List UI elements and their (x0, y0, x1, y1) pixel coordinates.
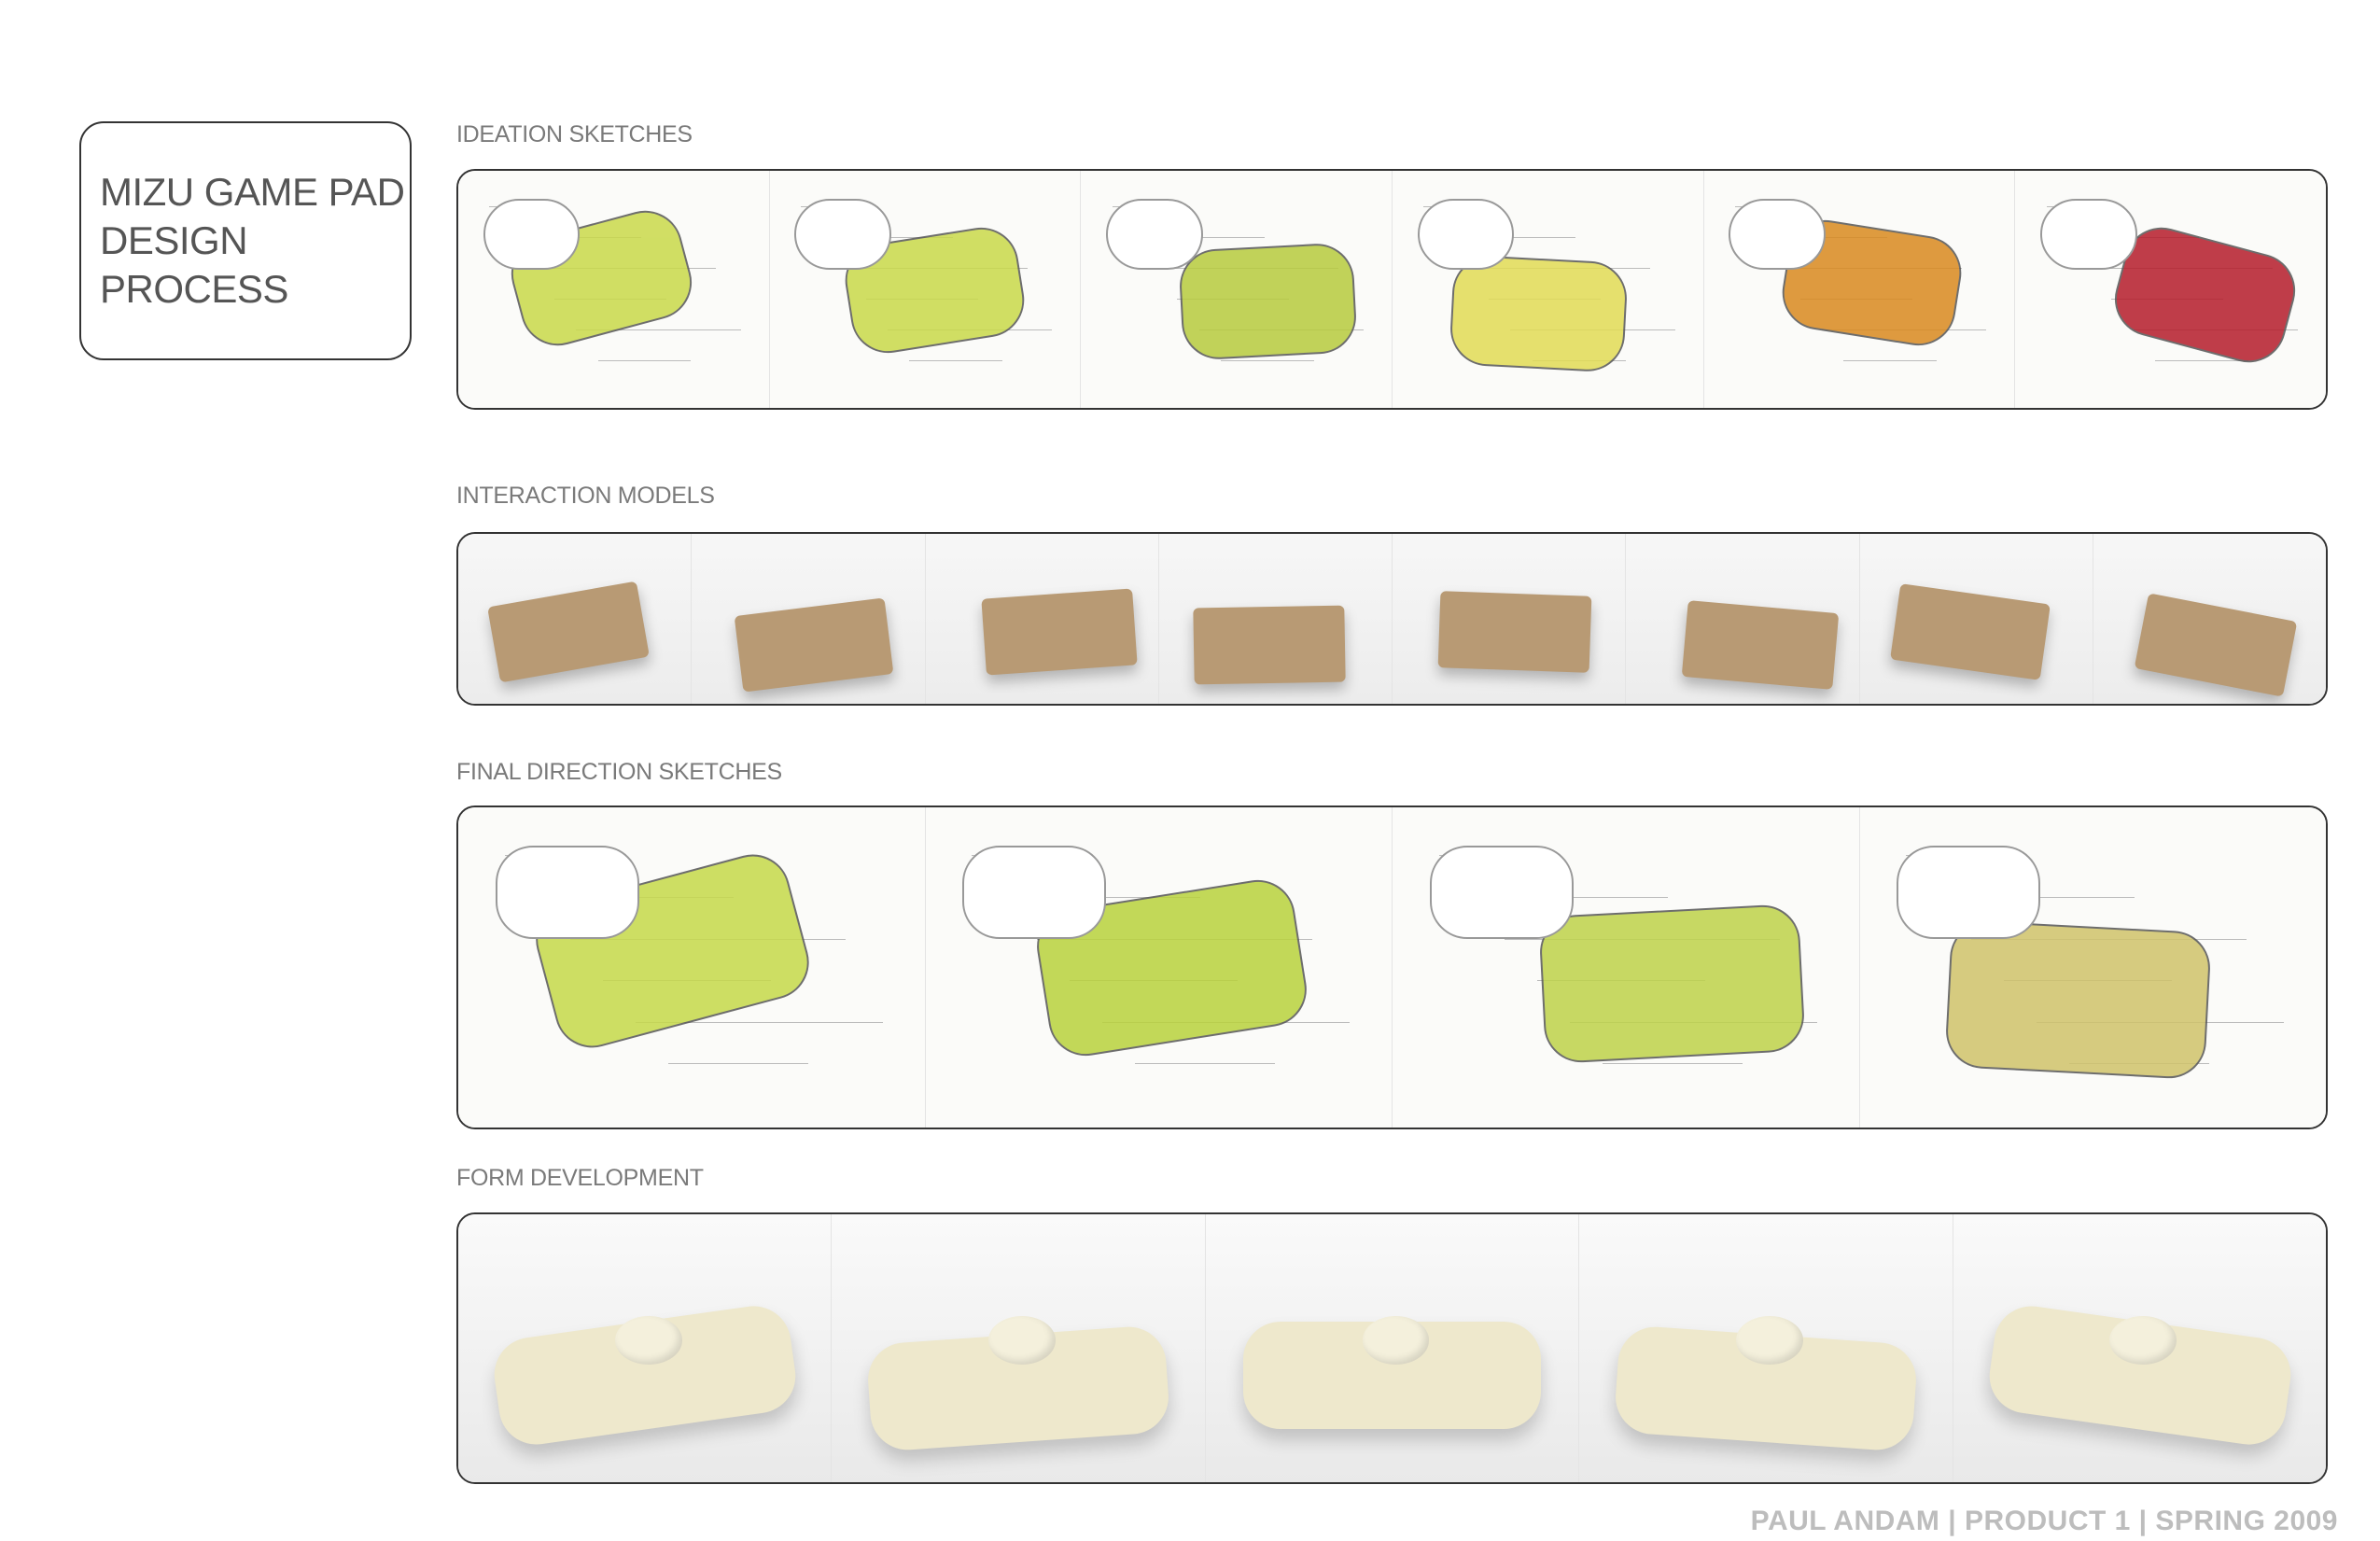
cardboard-model (981, 588, 1138, 676)
outline-sketch (1429, 846, 1574, 940)
product-sketch (1944, 918, 2213, 1081)
sketch-image (2015, 171, 2326, 408)
outline-sketch (962, 846, 1107, 940)
sketch-image (1393, 171, 1704, 408)
outline-sketch (1729, 199, 1827, 270)
button-bump (1362, 1316, 1430, 1365)
interaction-models-strip (456, 532, 2328, 706)
final-direction-sketches-strip (456, 806, 2328, 1129)
cardboard-model-photo (2093, 534, 2326, 704)
sketch-line (1135, 1063, 1276, 1065)
product-sketch (1449, 254, 1630, 374)
sketch-image (458, 807, 926, 1128)
section-label-form-development: FORM DEVELOPMENT (456, 1165, 704, 1191)
outline-sketch (495, 846, 639, 940)
cardboard-model (734, 597, 894, 693)
cardboard-model (487, 581, 651, 683)
cardboard-model (1437, 590, 1592, 673)
foam-model-photo (1579, 1214, 1953, 1482)
foam-model-photo (832, 1214, 1206, 1482)
cardboard-model (2134, 593, 2297, 697)
cardboard-model-photo (1158, 534, 1393, 704)
button-bump (1735, 1316, 1803, 1365)
sketch-line (1843, 360, 1938, 362)
cardboard-model-photo (1393, 534, 1627, 704)
product-sketch (1537, 903, 1806, 1065)
footer-credit: PAUL ANDAM | PRODUCT 1 | SPRING 2009 (1750, 1506, 2338, 1536)
cardboard-model-photo (925, 534, 1159, 704)
sketch-image (1703, 171, 2016, 408)
cardboard-model-photo (1626, 534, 1860, 704)
sketch-line (1221, 360, 1314, 362)
foam-model-photo (1205, 1214, 1580, 1482)
sketch-line (2155, 360, 2248, 362)
title-line-2: DESIGN PROCESS (100, 218, 288, 311)
outline-sketch (1897, 846, 2041, 940)
cardboard-model (1681, 600, 1839, 691)
outline-sketch (483, 199, 581, 270)
section-label-ideation: IDEATION SKETCHES (456, 121, 693, 147)
title-line-1: MIZU GAME PAD (100, 170, 405, 214)
button-bump (2109, 1316, 2177, 1365)
foam-model-photo (1953, 1214, 2326, 1482)
title-box: MIZU GAME PAD DESIGN PROCESS (79, 121, 412, 360)
sketch-line (909, 360, 1003, 362)
cardboard-model (1193, 605, 1346, 685)
sketch-line (667, 1063, 808, 1065)
section-label-final-direction: FINAL DIRECTION SKETCHES (456, 759, 782, 785)
form-development-strip (456, 1212, 2328, 1484)
cardboard-model-photo (1859, 534, 2093, 704)
sketch-image (925, 807, 1393, 1128)
section-label-interaction: INTERACTION MODELS (456, 483, 715, 509)
outline-sketch (794, 199, 892, 270)
cardboard-model-photo (458, 534, 693, 704)
sketch-line (1602, 1063, 1743, 1065)
sketch-image (1859, 807, 2326, 1128)
outline-sketch (1105, 199, 1203, 270)
sketch-line (597, 360, 692, 362)
outline-sketch (2039, 199, 2137, 270)
cardboard-model (1889, 582, 2051, 680)
button-bump (988, 1316, 1057, 1365)
sketch-line (576, 329, 741, 331)
sketch-image (1393, 807, 1860, 1128)
button-bump (614, 1316, 682, 1365)
sketch-image (458, 171, 770, 408)
cardboard-model-photo (692, 534, 926, 704)
sketch-image (1081, 171, 1393, 408)
outline-sketch (1417, 199, 1515, 270)
sketch-image (769, 171, 1082, 408)
sketch-line (635, 1021, 883, 1023)
ideation-sketches-strip (456, 169, 2328, 410)
foam-model-photo (458, 1214, 833, 1482)
product-sketch (1177, 242, 1358, 362)
